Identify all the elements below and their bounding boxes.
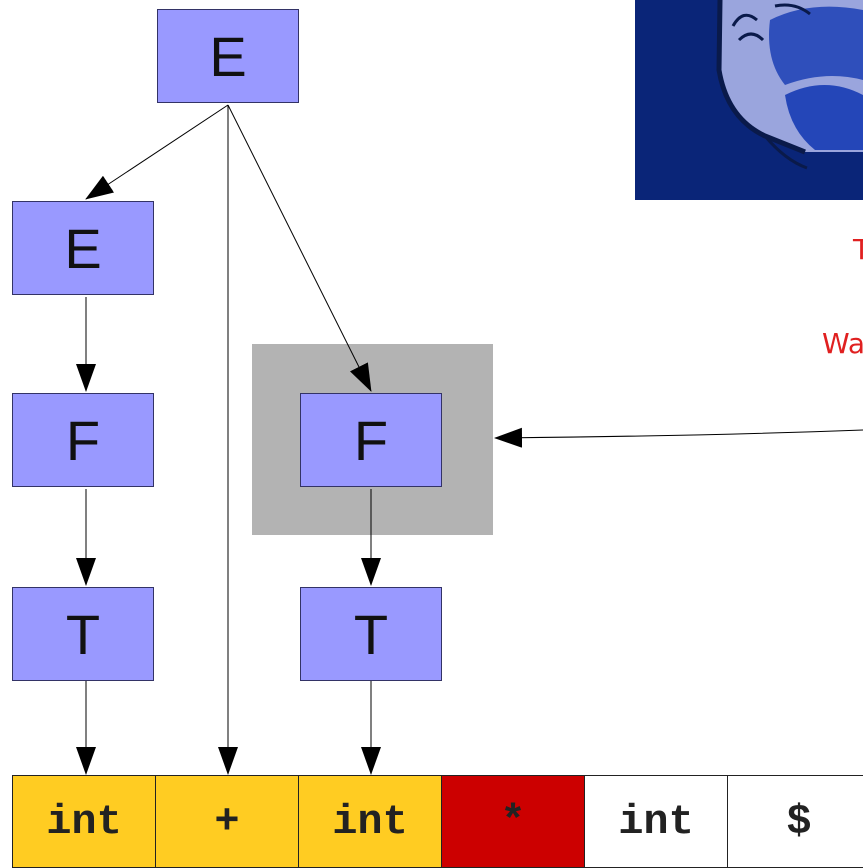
token-5: int [584, 775, 728, 868]
annotation-arrow [494, 427, 863, 448]
token-strip: int + int * int $ [12, 775, 863, 868]
token-6: $ [727, 775, 863, 868]
token-1: int [12, 775, 156, 868]
node-right-f: F [300, 393, 442, 487]
annotation-line-2: Wa [822, 327, 863, 360]
mascot-photo [635, 0, 863, 200]
node-root-e: E [157, 9, 299, 103]
edge-root-to-right-f [227, 104, 372, 392]
node-right-t: T [300, 587, 442, 681]
edge-root-to-left-e [85, 104, 229, 200]
node-left-e: E [12, 201, 154, 295]
annotation-line-1: T [853, 233, 863, 266]
token-3: int [298, 775, 442, 868]
mascot-photo-art [716, 0, 863, 170]
token-4: * [441, 775, 585, 868]
node-left-f: F [12, 393, 154, 487]
token-2: + [155, 775, 299, 868]
node-left-t: T [12, 587, 154, 681]
